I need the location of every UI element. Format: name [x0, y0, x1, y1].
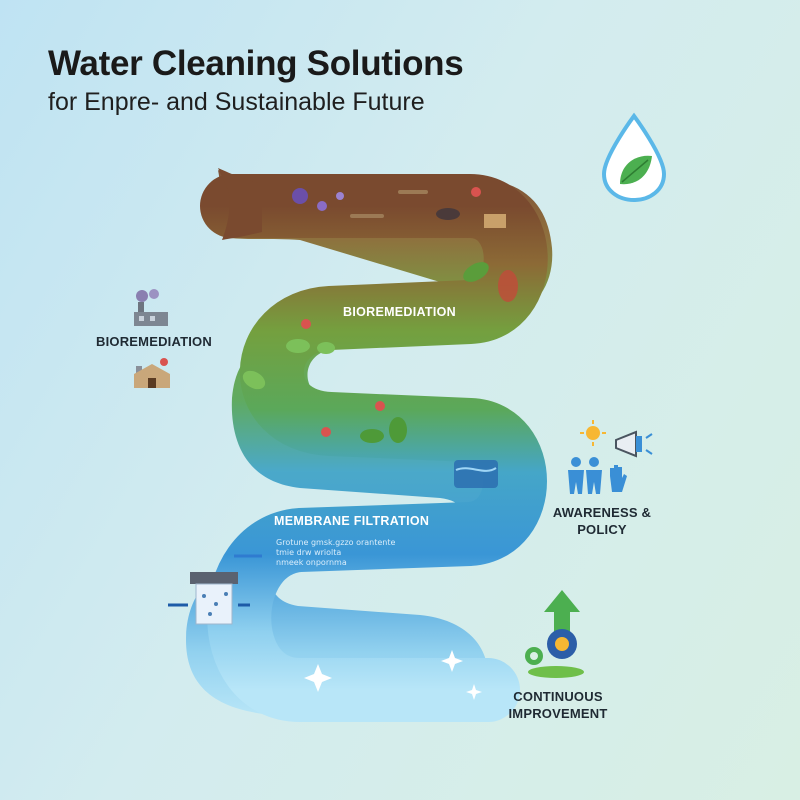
- river-label-membrane-filtration: MEMBRANE FILTRATION: [274, 514, 430, 528]
- factory-icon: [134, 289, 168, 326]
- gear-icon: [525, 629, 584, 678]
- membrane-graphic: [168, 460, 498, 625]
- sun-icon: [580, 420, 606, 446]
- awareness-label-line: AWARENESS &: [552, 505, 652, 520]
- filtration-note: Grotune gmsk.gzzo orantente tmie drw wri…: [276, 538, 395, 568]
- arrow-up-icon: [544, 590, 580, 638]
- continuous-improvement-label: CONTINUOUS IMPROVEMENT: [508, 688, 608, 722]
- improvement-label-line: IMPROVEMENT: [508, 706, 608, 721]
- awareness-label-line: POLICY: [577, 522, 627, 537]
- filtration-note-line: Grotune gmsk.gzzo orantente: [276, 538, 396, 547]
- filtration-note-line: tmie drw wriolta: [276, 548, 342, 557]
- house-icon: [134, 358, 170, 388]
- page-subtitle: for Enpre- and Sustainable Future: [48, 88, 425, 116]
- page-title: Water Cleaning Solutions: [48, 44, 464, 83]
- sparkles: [304, 650, 482, 700]
- pollution-debris: [292, 187, 506, 228]
- hand-icon: [610, 465, 627, 492]
- people-icon: [568, 457, 602, 494]
- water-drop-leaf-icon: [601, 112, 667, 203]
- river-label-bioremediation: BIOREMEDIATION: [343, 305, 456, 319]
- megaphone-icon: [615, 430, 653, 458]
- improvement-label-line: CONTINUOUS: [513, 689, 603, 704]
- filtration-note-line: nmeek onpornma: [276, 558, 347, 567]
- side-label-bioremediation: BIOREMEDIATION: [96, 334, 212, 349]
- awareness-policy-label: AWARENESS & POLICY: [552, 504, 652, 538]
- bio-elements: [242, 262, 518, 443]
